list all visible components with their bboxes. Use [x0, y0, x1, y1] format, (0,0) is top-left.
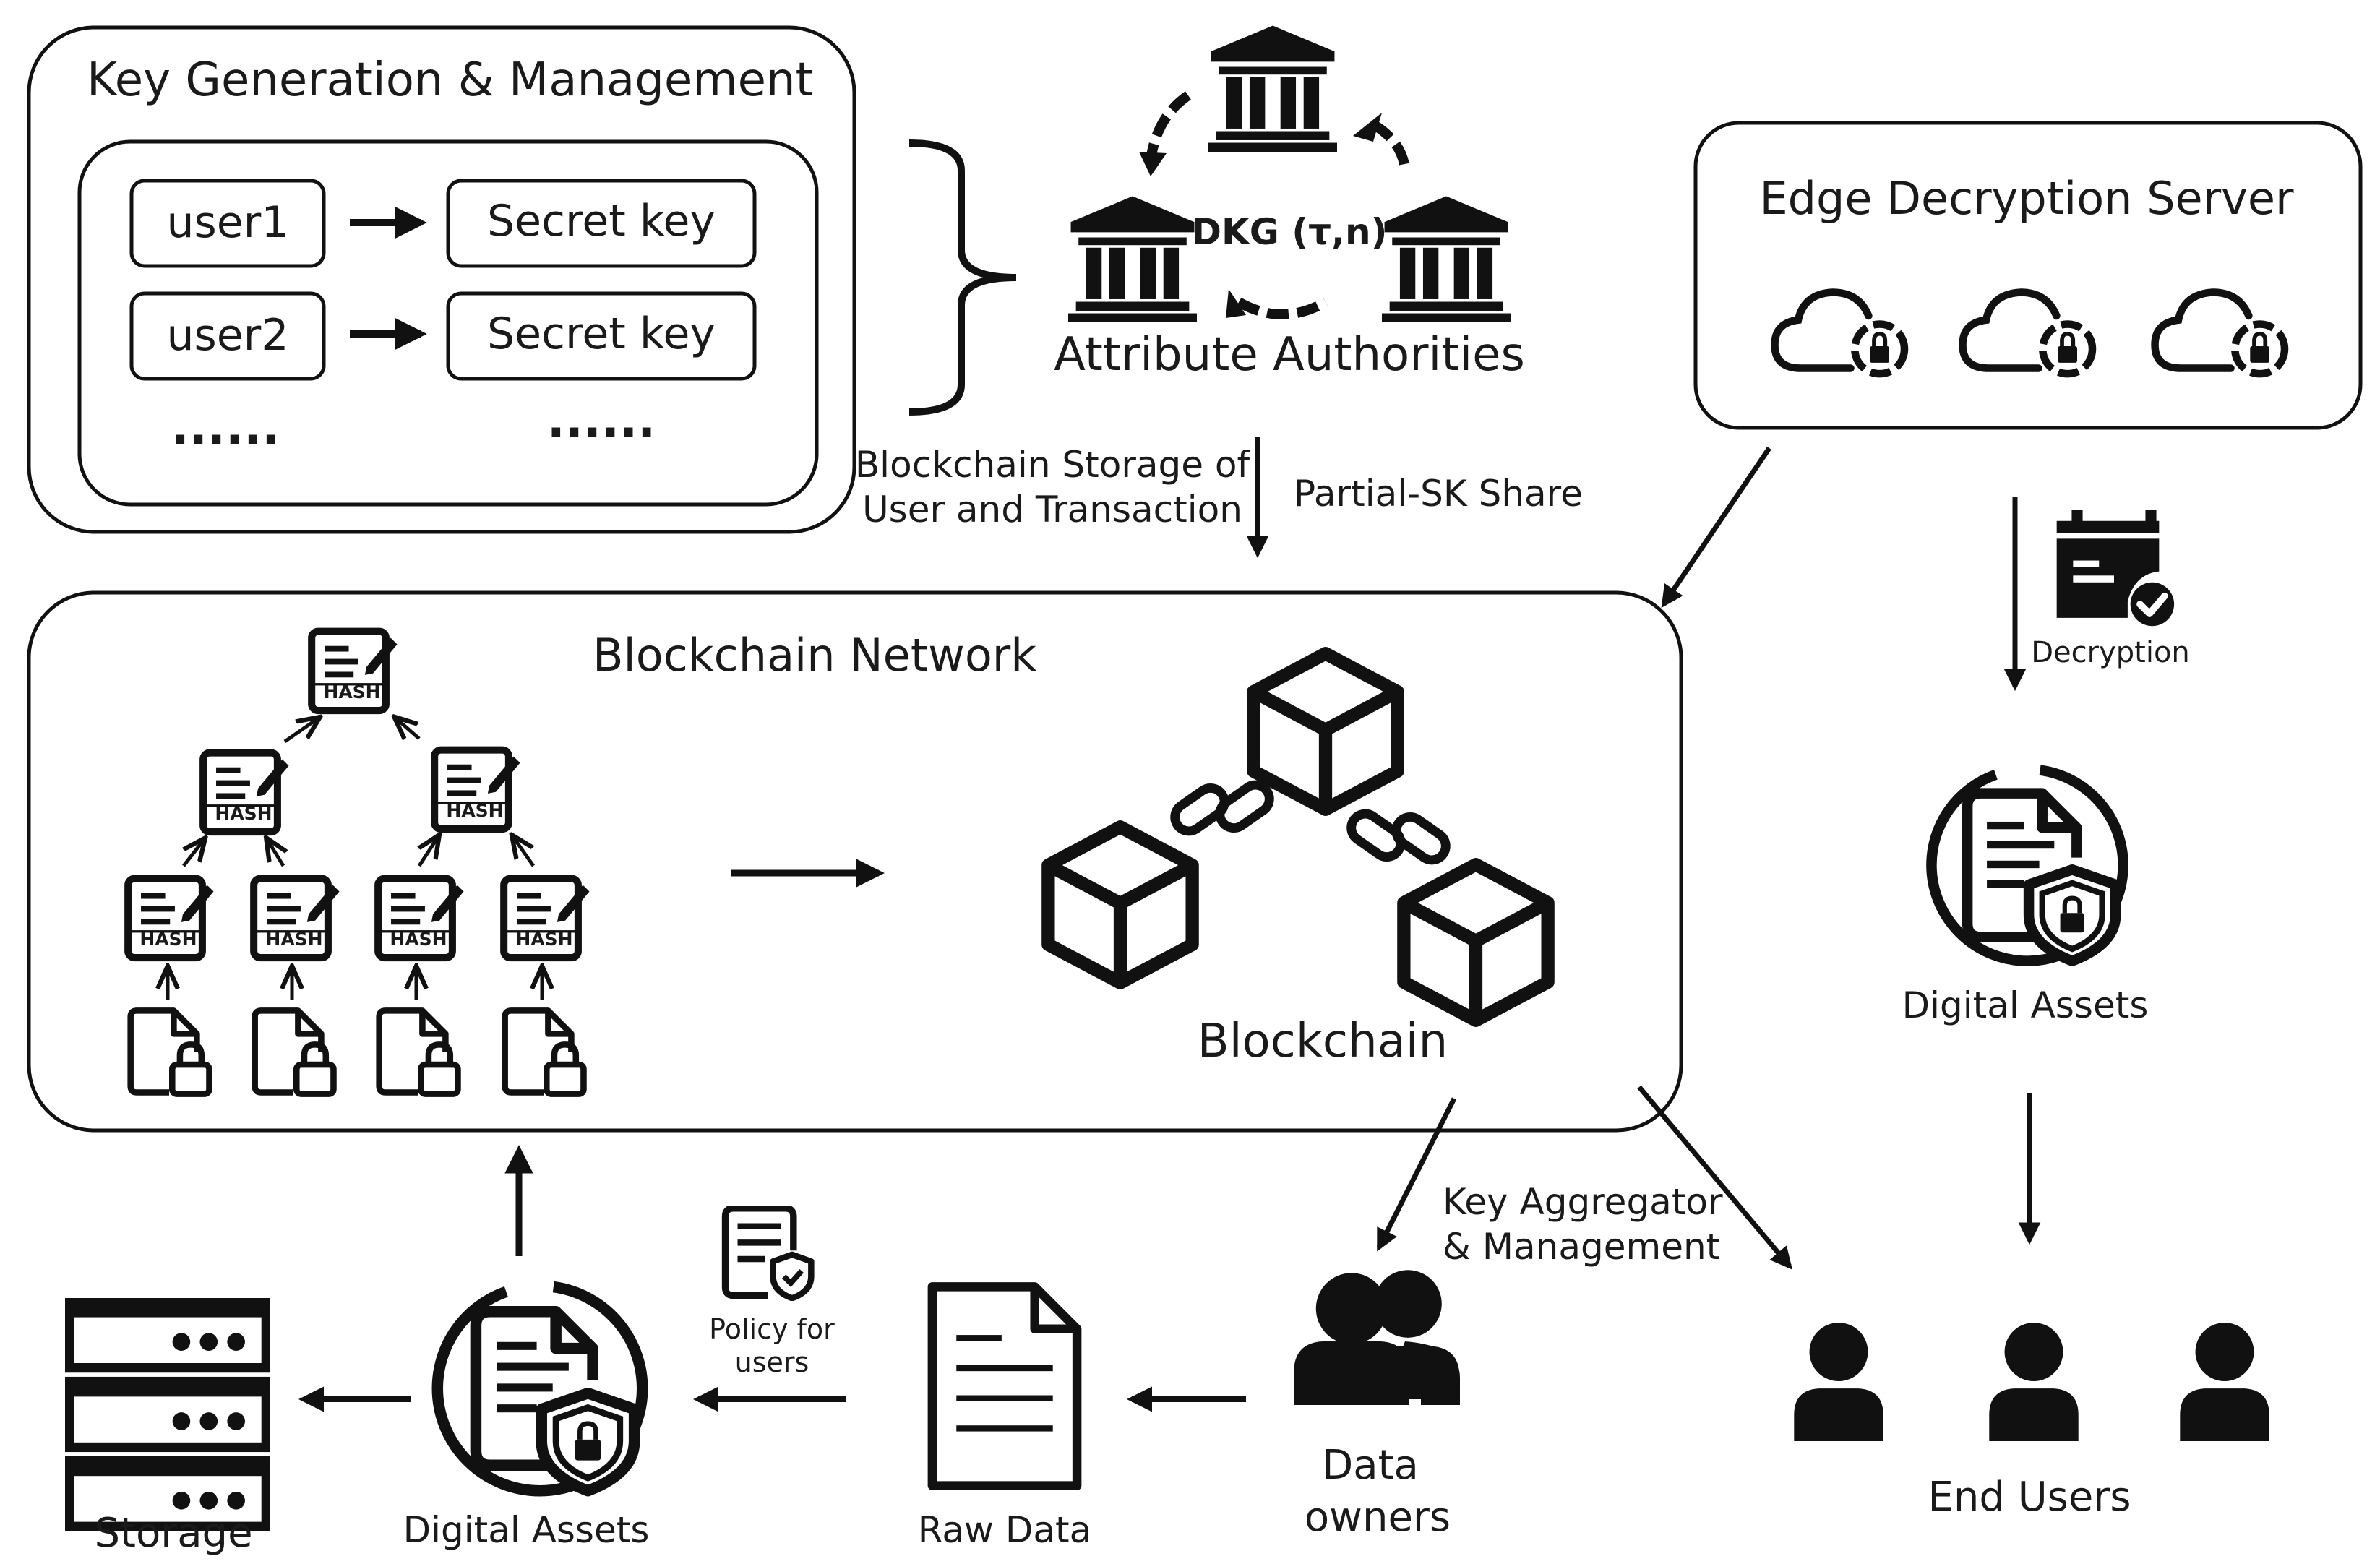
end-user-icon-1: [1794, 1323, 1883, 1441]
user1-box[interactable]: [129, 179, 326, 268]
end-users-group: [1794, 1323, 2269, 1441]
cloud-lock-icon-3: [2155, 293, 2285, 374]
edge-server-to-blockchain-arrow: [1661, 447, 1771, 609]
cloud-lock-icon-2: [1963, 293, 2092, 374]
edge-decryption-server: Edge Decryption Server: [1693, 121, 2363, 430]
lock-file-icon-2: [255, 1010, 334, 1093]
merkle-edge: [267, 840, 283, 867]
dkg-label: DKG (τ,n): [1192, 211, 1388, 253]
hash-leaf-2-label: HASH: [265, 929, 322, 950]
secret-key-box-2[interactable]: [446, 291, 757, 381]
data-owners-icon: [1294, 1270, 1464, 1421]
blockchain-to-data-owners-arrow: [1376, 1097, 1457, 1252]
cloud-lock-icon-1: [1775, 293, 1904, 374]
cube-icon-top: [1253, 653, 1397, 809]
authority-bank-icon-top: [1208, 25, 1337, 152]
right-digital-assets-icon: [1931, 769, 2123, 961]
blockchain-network-panel: Blockchain Network HASH HASH HASH HASH H…: [27, 590, 1683, 1133]
partial-sk-label: Partial-SK Share: [1294, 473, 1583, 515]
merkle-tree: HASH HASH HASH HASH HASH HASH HASH: [128, 632, 589, 1094]
key-management-panel: Key Generation & Management user1 Secret…: [27, 25, 856, 534]
policy-label-line2: users: [735, 1346, 809, 1378]
policy-label-line1: Policy for: [709, 1313, 835, 1345]
decryption-label: Decryption: [2031, 636, 2190, 669]
authority-bank-icon-right: [1382, 196, 1511, 322]
merkle-edge: [419, 837, 438, 867]
curly-brace: [908, 139, 1017, 416]
key-aggregator-label-line1: Key Aggregator: [1443, 1181, 1723, 1223]
blockchain-to-end-users-arrow: [1637, 1085, 1792, 1270]
decryption-icon: [2057, 510, 2174, 627]
blockchain-network-title: Blockchain Network: [593, 629, 1036, 682]
hash-leaf-1-label: HASH: [139, 929, 197, 950]
storage-server-icon: [69, 1302, 267, 1527]
hash-mid-right-label: HASH: [446, 800, 503, 821]
lock-file-icon-4: [505, 1010, 584, 1093]
authorities-title: Attribute Authorities: [1054, 328, 1525, 382]
dkg-cycle-arrow-left: [1146, 91, 1192, 162]
hash-mid-left-label: HASH: [215, 803, 272, 824]
dkg-cycle-arrow-right: [1370, 119, 1410, 171]
merkle-edge: [513, 837, 536, 867]
dkg-cycle-arrow-bottom: [1236, 297, 1328, 319]
storage-flow-label-line1: Blockchain Storage of: [855, 444, 1251, 486]
end-user-icon-3: [2180, 1323, 2269, 1441]
secret-key-label-1: Secret key: [487, 196, 716, 246]
storage-label: Storage: [94, 1510, 252, 1557]
end-users-label: End Users: [1928, 1474, 2131, 1521]
raw-data-label: Raw Data: [918, 1509, 1091, 1551]
hash-root-label: HASH: [323, 682, 380, 702]
cube-icon-left: [1048, 827, 1192, 983]
key-aggregator-label-line2: & Management: [1443, 1226, 1720, 1268]
merkle-edge: [182, 840, 204, 867]
user1-label: user1: [166, 197, 288, 248]
bottom-digital-assets-label: Digital Assets: [403, 1509, 650, 1551]
user2-box[interactable]: [129, 291, 326, 381]
end-user-icon-2: [1989, 1323, 2079, 1441]
authority-bank-icon-left: [1068, 196, 1197, 322]
key-management-title: Key Generation & Management: [87, 53, 814, 107]
hash-leaf-4-label: HASH: [515, 929, 572, 950]
storage-flow-label-line2: User and Transaction: [862, 489, 1242, 530]
ellipsis-right: ......: [547, 392, 656, 448]
secret-key-box-1[interactable]: [446, 179, 757, 268]
edge-server-title: Edge Decryption Server: [1759, 172, 2294, 225]
blockchain-label: Blockchain: [1198, 1015, 1448, 1068]
right-digital-assets-label: Digital Assets: [1902, 984, 2149, 1026]
merkle-edge: [283, 718, 318, 744]
lock-file-icon-1: [131, 1010, 210, 1093]
user2-label: user2: [166, 310, 288, 361]
raw-data-icon: [932, 1286, 1077, 1485]
attribute-authorities: DKG (τ,n) Attribute Authorities: [1054, 25, 1525, 382]
key-row-user1: user1 Secret key: [129, 179, 757, 268]
lock-file-icon-3: [379, 1010, 458, 1093]
blockchain-cubes: [1048, 653, 1547, 1021]
bottom-digital-assets-icon: [437, 1286, 642, 1490]
hash-leaf-3-label: HASH: [390, 929, 447, 950]
key-row-user2: user2 Secret key: [129, 291, 757, 381]
ellipsis-left: ......: [171, 400, 280, 455]
cube-icon-right: [1404, 864, 1547, 1021]
secret-key-label-2: Secret key: [487, 309, 716, 359]
chain-link-icon-right: [1346, 809, 1451, 866]
policy-icon: [726, 1208, 812, 1298]
data-owners-label-line1: Data: [1322, 1442, 1419, 1489]
data-owners-label-line2: owners: [1305, 1494, 1451, 1541]
merkle-edge: [396, 718, 421, 739]
chain-link-icon-left: [1169, 780, 1275, 837]
key-management-inner-box: [77, 139, 819, 507]
